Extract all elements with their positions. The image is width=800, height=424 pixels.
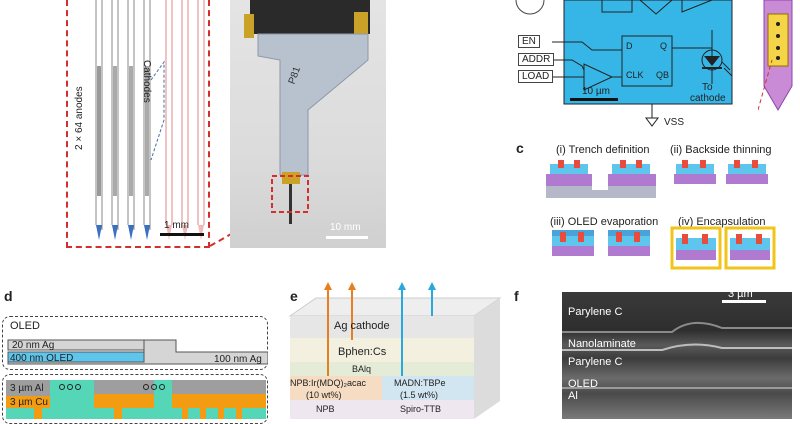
- panel-b-circuit: EN ADDR LOAD D Q CLK QB 10 µm To cathode…: [512, 0, 752, 130]
- cathodes-label: Cathodes: [141, 60, 152, 103]
- panel-e-letter: e: [290, 288, 298, 304]
- probe-photo-drawing: [244, 0, 370, 239]
- panel-d-letter: d: [4, 288, 13, 304]
- load-label: LOAD: [518, 70, 554, 83]
- cathode-label: cathode: [690, 93, 726, 104]
- step2-label: (ii) Backside thinning: [670, 144, 772, 156]
- ag100-label: 100 nm Ag: [214, 354, 262, 365]
- sem-image: 3 µm Parylene C Nanolaminate Parylene C …: [562, 288, 792, 419]
- circuit-schematic: [515, 0, 733, 127]
- circuit-scale-label: 10 µm: [582, 86, 610, 97]
- ff-qb-label: QB: [656, 70, 670, 80]
- npb-label: NPB: [316, 404, 335, 414]
- vss-label: VSS: [664, 117, 685, 128]
- probe-photo: P81 10 mm: [230, 0, 386, 248]
- oled-layers: [7, 339, 268, 365]
- npb-ir-conc-label: (10 wt%): [306, 390, 342, 400]
- ff-d-label: D: [626, 41, 633, 51]
- al3-label: 3 µm Al: [10, 383, 44, 394]
- fabrication-steps: [546, 160, 776, 270]
- sem-layers: [562, 300, 792, 389]
- probe-drawing: [95, 0, 205, 240]
- panel-f-letter: f: [514, 288, 519, 304]
- zoom-scale-label: 1 mm: [164, 220, 189, 231]
- ff-clk-label: CLK: [626, 70, 644, 80]
- balq-label: BAlq: [352, 364, 372, 374]
- cu3-label: 3 µm Cu: [10, 397, 48, 408]
- oled-stack-box: [2, 316, 268, 370]
- oled-sem-label: OLED: [568, 378, 598, 390]
- panel-c-letter: c: [516, 140, 524, 156]
- bphen-label: Bphen:Cs: [338, 346, 387, 358]
- oled400-label: 400 nm OLED: [10, 353, 74, 364]
- panel-a-zoom: Cathodes 2 × 64 anodes 1 mm: [66, 0, 210, 248]
- parylene2-label: Parylene C: [568, 356, 623, 368]
- npb-ir-label: NPB:Ir(MDQ)₂acac: [290, 378, 366, 388]
- oled-stack-3d: [288, 282, 502, 419]
- step1-label: (i) Trench definition: [556, 144, 650, 156]
- parylene1-label: Parylene C: [568, 306, 623, 318]
- ag-cathode-label: Ag cathode: [334, 320, 390, 332]
- en-label: EN: [518, 35, 540, 48]
- anodes-label: 2 × 64 anodes: [74, 86, 85, 150]
- al-sem-label: Al: [568, 390, 578, 402]
- spiro-label: Spiro-TTB: [400, 404, 442, 414]
- sem-scale-label: 3 µm: [728, 288, 753, 300]
- ff-q-label: Q: [660, 41, 668, 51]
- addr-label: ADDR: [518, 53, 555, 66]
- madn-label: MADN:TBPe: [394, 378, 446, 388]
- to-label: To: [702, 82, 713, 93]
- step4-label: (iv) Encapsulation: [678, 216, 766, 228]
- probe-tip-drawing: [758, 0, 793, 111]
- metal-layers: [6, 380, 266, 419]
- oled-label: OLED: [10, 320, 40, 332]
- madn-conc-label: (1.5 wt%): [400, 390, 439, 400]
- nanolaminate-label: Nanolaminate: [568, 338, 636, 350]
- ag20-label: 20 nm Ag: [12, 340, 55, 351]
- step3-label: (iii) OLED evaporation: [550, 216, 659, 228]
- photo-scale-label: 10 mm: [330, 222, 361, 233]
